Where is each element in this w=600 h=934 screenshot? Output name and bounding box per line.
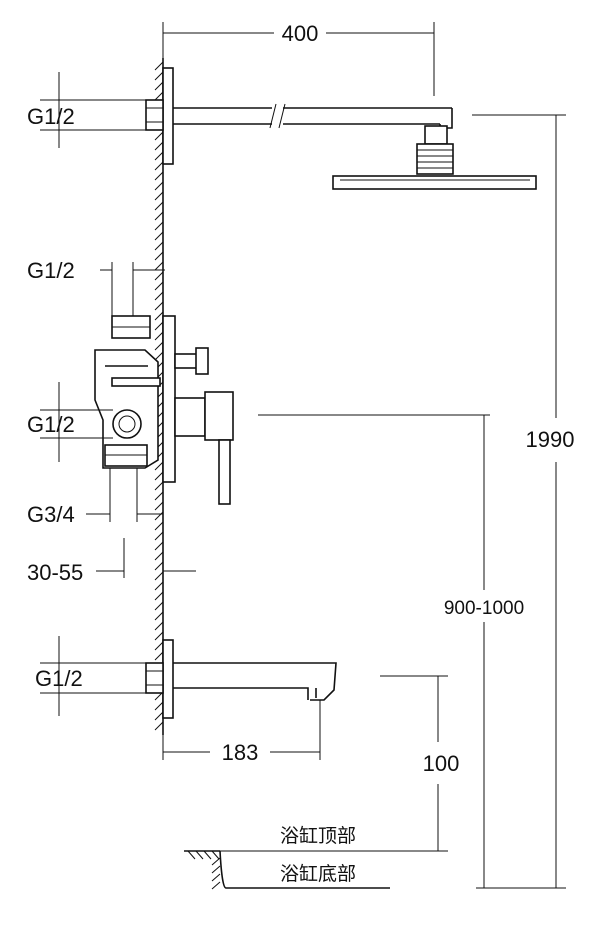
total-height-label: 1990 (526, 427, 575, 452)
valve-mid-thread-label: G1/2 (27, 412, 75, 437)
bathtub (184, 850, 390, 890)
spout-length-label: 183 (222, 740, 259, 765)
dimension-labels: 400 1990 900-1000 100 183 30-55 G1/2 G1/… (27, 21, 574, 885)
wall-gap-label: 30-55 (27, 560, 83, 585)
valve-height-label: 900-1000 (444, 598, 524, 619)
shower-inlet-thread-label: G1/2 (27, 104, 75, 129)
valve-bottom-thread-label: G3/4 (27, 502, 75, 527)
spout-inlet-thread-label: G1/2 (35, 666, 83, 691)
mixer-valve (94, 315, 234, 505)
valve-top-thread-label: G1/2 (27, 258, 75, 283)
bathtub-top-label: 浴缸顶部 (280, 825, 356, 847)
dimension-lines (40, 22, 566, 889)
spout-height-label: 100 (423, 751, 460, 776)
shower-arm-assembly (145, 67, 537, 190)
shower-arm-length-label: 400 (282, 21, 319, 46)
bathtub-bottom-label: 浴缸底部 (280, 863, 356, 885)
bath-spout (145, 639, 337, 719)
